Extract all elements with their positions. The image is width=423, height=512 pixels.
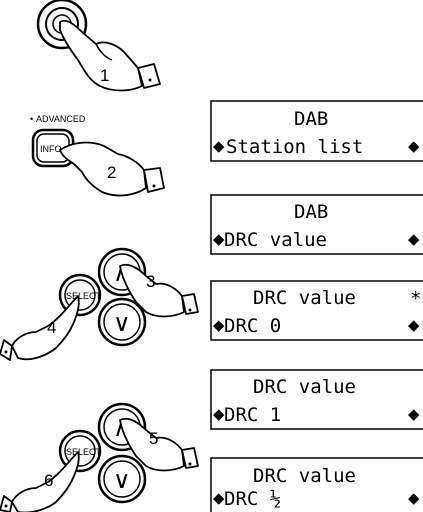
pointing-hand-icon <box>59 19 161 92</box>
pointing-hand-icon <box>119 417 199 472</box>
pointing-hand-icon <box>59 141 165 197</box>
pointing-hand-icon <box>119 263 199 318</box>
selected-marker-icon: * <box>410 288 421 310</box>
step-4-label: 4 <box>47 318 56 337</box>
advanced-label: ADVANCED <box>36 114 86 124</box>
step-2-label: 2 <box>107 163 116 182</box>
left-arrow-icon: ◆ <box>213 314 225 336</box>
right-arrow-icon: ◆ <box>408 135 420 157</box>
right-arrow-icon: ◆ <box>408 314 420 336</box>
left-arrow-icon: ◆ <box>213 403 225 425</box>
lcd-display: DRC value * ◆ DRC 0 ◆ <box>210 280 423 341</box>
down-button[interactable] <box>97 297 147 347</box>
down-button[interactable] <box>97 454 147 504</box>
right-arrow-icon: ◆ <box>408 487 420 509</box>
pointing-hand-icon <box>0 295 80 361</box>
step-5-label: 5 <box>149 429 158 448</box>
select-button[interactable] <box>58 429 102 473</box>
lcd-display: DAB ◆ Station list ◆ <box>210 100 423 162</box>
display-line-2: DRC 1 <box>224 404 281 426</box>
step-6-label: 6 <box>44 471 53 490</box>
lcd-display: DRC value ◆ DRC ½ ◆ <box>210 457 423 512</box>
display-line-1: DRC value <box>253 465 356 487</box>
right-arrow-icon: ◆ <box>408 403 420 425</box>
display-line-2: DRC ½ <box>224 488 281 510</box>
info-button-label: INFO <box>40 144 62 154</box>
down-arrow-icon: ∨ <box>113 467 131 494</box>
display-line-2: Station list <box>226 136 363 158</box>
down-arrow-icon: ∨ <box>113 310 131 337</box>
step-1-label: 1 <box>100 66 109 85</box>
left-arrow-icon: ◆ <box>213 228 225 250</box>
lcd-display: DRC value ◆ DRC 1 ◆ <box>210 369 423 430</box>
display-line-1: DRC value <box>253 376 356 398</box>
step-3-label: 3 <box>146 272 155 291</box>
display-line-1: DAB <box>294 201 328 223</box>
advanced-caption: • <box>30 114 33 124</box>
display-line-2: DRC 0 <box>224 315 281 337</box>
display-line-1: DAB <box>294 108 328 130</box>
right-arrow-icon: ◆ <box>408 228 420 250</box>
left-arrow-icon: ◆ <box>213 135 225 157</box>
select-button-label: SELECT <box>66 447 102 457</box>
left-arrow-icon: ◆ <box>213 487 225 509</box>
display-line-1: DRC value <box>253 287 356 309</box>
select-button-label: SELECT <box>66 291 102 301</box>
display-line-2: DRC value <box>224 229 327 251</box>
lcd-display: DAB ◆ DRC value ◆ <box>210 194 423 255</box>
